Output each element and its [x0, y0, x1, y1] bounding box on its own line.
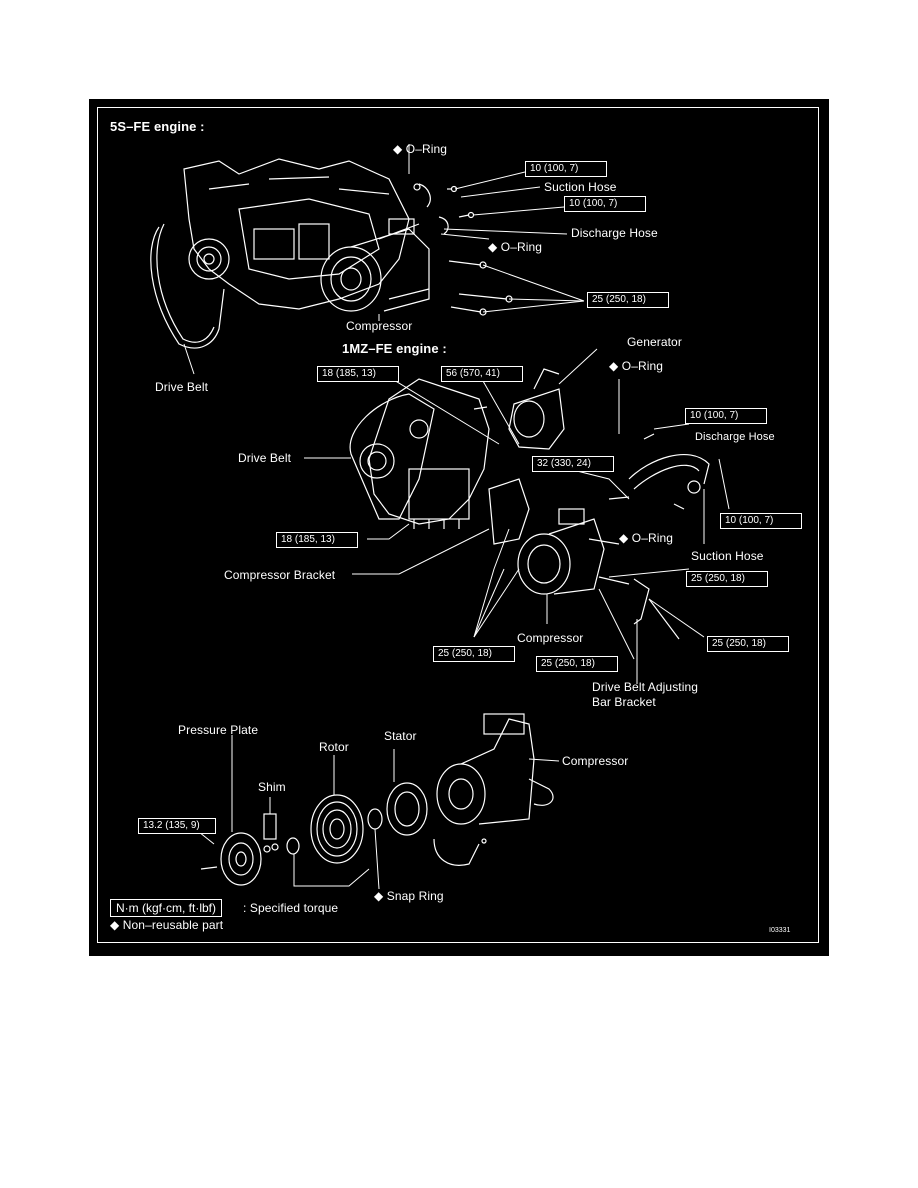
label-rotor: Rotor: [319, 740, 349, 754]
torque-box-12: 25 (250, 18): [433, 646, 515, 662]
label-compressor-1: Compressor: [346, 319, 413, 333]
diagram-frame: 5S–FE engine : 1MZ–FE engine : ◆ O–Ring …: [89, 99, 829, 956]
torque-box-14: 13.2 (135, 9): [138, 818, 216, 834]
torque-box-4: 18 (185, 13): [317, 366, 399, 382]
legend-nonreusable: ◆ Non–reusable part: [110, 918, 224, 932]
label-suction-hose-1: Suction Hose: [544, 180, 617, 194]
engine-5sfe-drawing: [150, 158, 513, 349]
diagram-border: [97, 107, 819, 943]
label-suction-hose-2: Suction Hose: [691, 549, 764, 563]
torque-box-7: 32 (330, 24): [532, 456, 614, 472]
label-oring-1: ◆ O–Ring: [393, 142, 448, 156]
section-title-5sfe: 5S–FE engine :: [110, 119, 205, 134]
section-title-1mzfe: 1MZ–FE engine :: [342, 341, 447, 356]
label-pressure-plate: Pressure Plate: [178, 723, 259, 737]
torque-box-2: 10 (100, 7): [564, 196, 646, 212]
label-stator: Stator: [384, 729, 417, 743]
label-snap-ring: ◆ Snap Ring: [374, 889, 444, 903]
label-adjusting-bar-line1: Drive Belt Adjusting: [592, 680, 699, 694]
label-oring-2: ◆ O–Ring: [488, 240, 543, 254]
label-oring-4: ◆ O–Ring: [619, 531, 674, 545]
torque-box-10: 25 (250, 18): [686, 571, 768, 587]
legend-unit-box: N·m (kgf·cm, ft·lbf): [110, 899, 222, 917]
label-discharge-hose-2: Discharge Hose: [695, 431, 775, 443]
leader-lines-clutch: [198, 735, 560, 890]
component-illustration: [150, 144, 730, 890]
torque-box-6: 10 (100, 7): [685, 408, 767, 424]
legend-unit-description: : Specified torque: [243, 901, 339, 915]
torque-box-11: 25 (250, 18): [707, 636, 789, 652]
torque-box-5: 56 (570, 41): [441, 366, 523, 382]
torque-box-9: 18 (185, 13): [276, 532, 358, 548]
label-compressor-3: Compressor: [562, 754, 629, 768]
clutch-exploded-drawing: [200, 713, 554, 886]
torque-box-3: 25 (250, 18): [587, 292, 669, 308]
torque-box-1: 10 (100, 7): [525, 161, 607, 177]
label-generator: Generator: [627, 335, 682, 349]
label-shim: Shim: [258, 780, 286, 794]
label-drive-belt-2: Drive Belt: [238, 451, 292, 465]
label-drive-belt-1: Drive Belt: [155, 380, 209, 394]
torque-box-8: 10 (100, 7): [720, 513, 802, 529]
leader-lines-5sfe: [183, 144, 585, 375]
torque-box-13: 25 (250, 18): [536, 656, 618, 672]
label-discharge-hose-1: Discharge Hose: [571, 226, 658, 240]
label-oring-3: ◆ O–Ring: [609, 359, 664, 373]
figure-id: I03331: [769, 927, 791, 934]
label-adjusting-bar-line2: Bar Bracket: [592, 695, 656, 709]
label-compressor-bracket: Compressor Bracket: [224, 568, 336, 582]
leader-lines-1mzfe: [304, 348, 730, 684]
engine-1mzfe-drawing: [349, 368, 710, 640]
label-compressor-2: Compressor: [517, 631, 584, 645]
